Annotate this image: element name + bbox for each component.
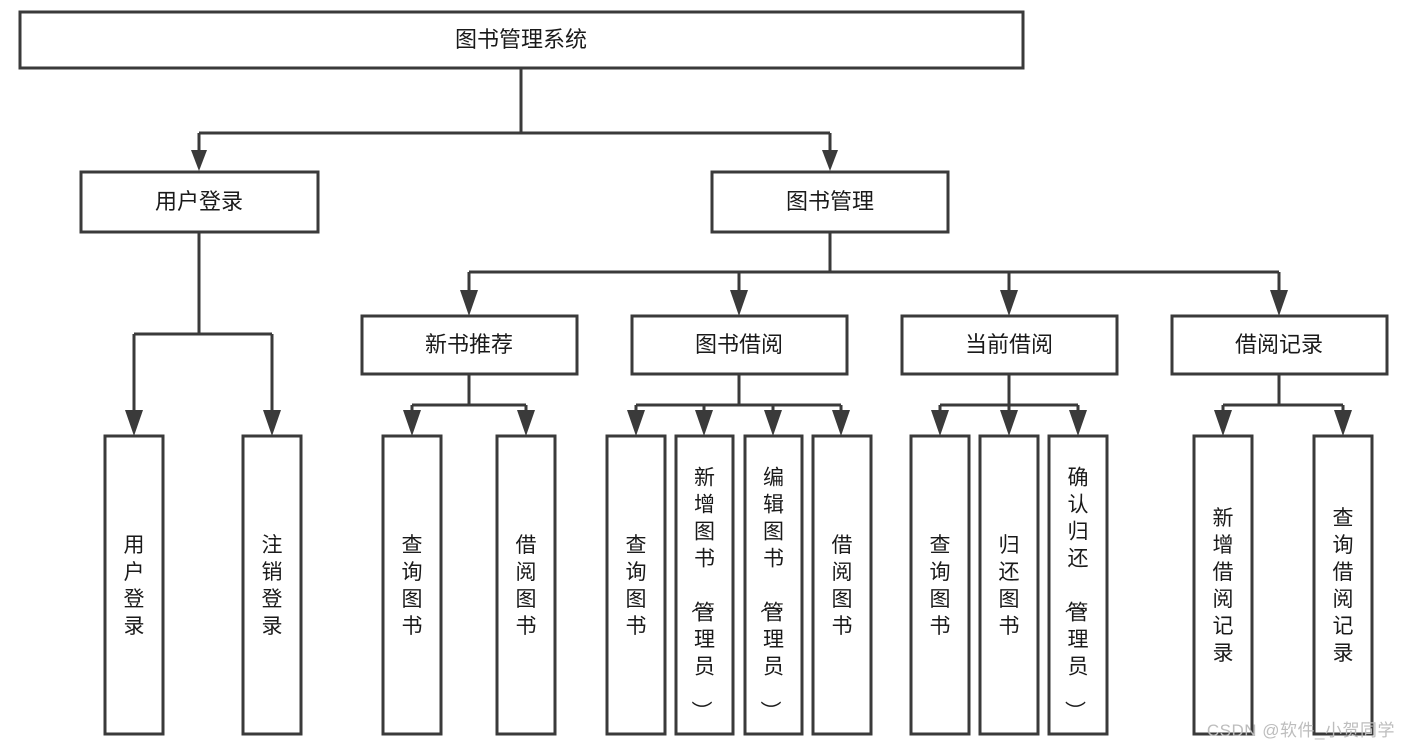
node-new-book-recommend-box[interactable] bbox=[360, 314, 579, 376]
node-leaf-user-logout-label: 注销登录 bbox=[262, 534, 283, 638]
arrow-head-leaf-borrow-book-1 bbox=[517, 410, 535, 436]
arrow-head-borrow-record bbox=[1270, 290, 1288, 316]
node-leaf-borrow-book-2[interactable] bbox=[811, 434, 873, 736]
node-leaf-add-record-box[interactable] bbox=[1192, 434, 1254, 736]
node-root[interactable]: 图书管理系统 bbox=[18, 10, 1025, 70]
node-leaf-borrow-book-2-box[interactable] bbox=[811, 434, 873, 736]
arrow-head-leaf-return-book bbox=[1000, 410, 1018, 436]
node-leaf-query-book-1-box[interactable] bbox=[381, 434, 443, 736]
arrow-head-book-manage bbox=[822, 150, 838, 171]
node-leaf-user-login[interactable] bbox=[103, 434, 165, 736]
node-borrow-record[interactable]: 借阅记录 bbox=[1170, 314, 1389, 376]
node-leaf-query-record[interactable] bbox=[1312, 434, 1374, 736]
arrow-head-leaf-confirm-return bbox=[1069, 410, 1087, 436]
node-leaf-query-record-box[interactable] bbox=[1312, 434, 1374, 736]
arrow-head-leaf-query-book-3 bbox=[931, 410, 949, 436]
node-leaf-confirm-return-box[interactable] bbox=[1047, 434, 1109, 736]
node-leaf-user-logout[interactable] bbox=[241, 434, 303, 736]
node-book-borrow-box[interactable] bbox=[630, 314, 849, 376]
node-new-book-recommend[interactable]: 新书推荐 bbox=[360, 314, 579, 376]
node-leaf-query-book-2[interactable] bbox=[605, 434, 667, 736]
node-leaf-query-book-3-label: 查询图书 bbox=[930, 534, 951, 638]
node-user-login[interactable]: 用户登录 bbox=[79, 170, 320, 234]
arrow-head-book-borrow bbox=[730, 290, 748, 316]
node-leaf-borrow-book-2-label: 借阅图书 bbox=[832, 534, 853, 638]
node-leaf-query-book-2-label: 查询图书 bbox=[626, 534, 647, 638]
node-leaf-return-book-label: 归还图书 bbox=[999, 534, 1020, 638]
arrow-head-leaf-query-record bbox=[1334, 410, 1352, 436]
node-leaf-add-record[interactable] bbox=[1192, 434, 1254, 736]
node-root-box[interactable] bbox=[18, 10, 1025, 70]
node-leaf-add-book-box[interactable] bbox=[674, 434, 735, 736]
connector-layer bbox=[125, 68, 1352, 436]
node-book-manage-label: 图书管理 bbox=[786, 189, 874, 214]
arrow-head-leaf-user-login bbox=[125, 410, 143, 436]
node-leaf-user-logout-box[interactable] bbox=[241, 434, 303, 736]
node-current-borrow-label: 当前借阅 bbox=[965, 332, 1053, 357]
node-current-borrow-box[interactable] bbox=[900, 314, 1119, 376]
node-new-book-recommend-label: 新书推荐 bbox=[425, 332, 513, 357]
node-book-manage[interactable]: 图书管理 bbox=[710, 170, 950, 234]
node-book-borrow[interactable]: 图书借阅 bbox=[630, 314, 849, 376]
node-leaf-query-book-3[interactable] bbox=[909, 434, 971, 736]
arrow-head-leaf-add-record bbox=[1214, 410, 1232, 436]
node-leaf-confirm-return-label: 确认归还（管理员） bbox=[1063, 467, 1089, 722]
node-leaf-query-book-2-box[interactable] bbox=[605, 434, 667, 736]
node-leaf-borrow-book-1-box[interactable] bbox=[495, 434, 557, 736]
node-leaf-borrow-book-1-label: 借阅图书 bbox=[516, 534, 537, 638]
node-leaf-user-login-label: 用户登录 bbox=[124, 534, 145, 638]
node-leaf-add-record-label: 新增借阅记录 bbox=[1213, 507, 1234, 665]
node-leaf-query-book-1[interactable] bbox=[381, 434, 443, 736]
node-leaf-edit-book-box[interactable] bbox=[743, 434, 804, 736]
arrow-head-leaf-query-book-2 bbox=[627, 410, 645, 436]
node-leaf-return-book[interactable] bbox=[978, 434, 1040, 736]
node-current-borrow[interactable]: 当前借阅 bbox=[900, 314, 1119, 376]
arrow-head-current-borrow bbox=[1000, 290, 1018, 316]
node-leaf-return-book-box[interactable] bbox=[978, 434, 1040, 736]
arrow-head-leaf-user-logout bbox=[263, 410, 281, 436]
arrow-head-leaf-borrow-book-2 bbox=[832, 410, 850, 436]
node-leaf-edit-book[interactable] bbox=[743, 434, 804, 736]
arrow-head-user-login bbox=[191, 150, 207, 171]
node-leaf-edit-book-label: 编辑图书（管理员） bbox=[758, 467, 784, 722]
node-leaf-confirm-return[interactable] bbox=[1047, 434, 1109, 736]
node-root-label: 图书管理系统 bbox=[455, 27, 587, 52]
node-leaf-add-book[interactable] bbox=[674, 434, 735, 736]
node-user-login-box[interactable] bbox=[79, 170, 320, 234]
node-borrow-record-box[interactable] bbox=[1170, 314, 1389, 376]
arrow-head-new-book-recommend bbox=[460, 290, 478, 316]
node-leaf-user-login-box[interactable] bbox=[103, 434, 165, 736]
arrow-head-leaf-add-book bbox=[695, 410, 713, 436]
node-book-manage-box[interactable] bbox=[710, 170, 950, 234]
node-leaf-query-book-1-label: 查询图书 bbox=[402, 534, 423, 638]
node-book-borrow-label: 图书借阅 bbox=[695, 332, 783, 357]
node-leaf-add-book-label: 新增图书（管理员） bbox=[689, 467, 715, 722]
arrow-head-leaf-edit-book bbox=[764, 410, 782, 436]
node-user-login-label: 用户登录 bbox=[155, 189, 243, 214]
node-leaf-borrow-book-1[interactable] bbox=[495, 434, 557, 736]
arrow-head-leaf-query-book-1 bbox=[403, 410, 421, 436]
node-leaf-query-book-3-box[interactable] bbox=[909, 434, 971, 736]
leaf-label-layer: 用户登录 注销登录 查询图书 借阅图书 查询图书 新增图书（管理员） 编辑图书（管理员） 借阅… bbox=[124, 467, 1354, 722]
node-leaf-query-record-label: 查询借阅记录 bbox=[1333, 507, 1354, 665]
node-borrow-record-label: 借阅记录 bbox=[1235, 332, 1323, 357]
